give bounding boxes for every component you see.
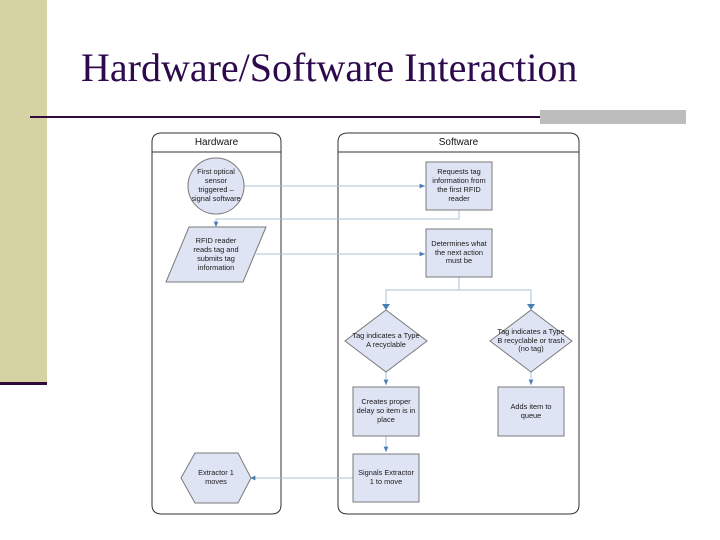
label-extractor-moves: Extractor 1 moves bbox=[198, 468, 234, 486]
label-signal-extractor: Signals Extractor 1 to move bbox=[358, 468, 414, 486]
node-type-a bbox=[344, 309, 428, 373]
title-accent-bar bbox=[540, 110, 686, 124]
decorative-side-bar bbox=[0, 0, 47, 384]
label-requests-tag: Requests tag information from the first … bbox=[432, 167, 486, 203]
node-rfid-reader bbox=[165, 226, 267, 283]
label-type-b: Tag indicates a Type B recyclable or tra… bbox=[497, 326, 565, 354]
connector-request-to-rfid bbox=[213, 210, 460, 227]
arrowhead-branch-a bbox=[382, 304, 390, 310]
label-determine-action: Determines what the next action must be bbox=[431, 238, 487, 266]
connector-determine-branch-b bbox=[459, 289, 532, 308]
slide-title: Hardware/Software Interaction bbox=[81, 45, 578, 90]
node-sensor-triggered bbox=[187, 157, 245, 215]
lane-title-software: Software bbox=[438, 137, 479, 148]
node-extractor-moves bbox=[180, 452, 252, 504]
node-determine-action bbox=[425, 228, 493, 278]
connector-determine-branch bbox=[385, 277, 460, 308]
node-type-b bbox=[489, 309, 573, 373]
node-signal-extractor bbox=[352, 453, 420, 503]
label-add-queue: Adds item to queue bbox=[510, 401, 552, 420]
node-add-queue bbox=[497, 386, 565, 437]
connectors bbox=[213, 183, 534, 481]
lane-title-hardware: Hardware bbox=[194, 137, 239, 148]
label-type-a: Tag indicates a Type A recyclable bbox=[352, 331, 420, 349]
label-sensor-triggered: First optical sensor triggered – signal … bbox=[191, 167, 241, 203]
node-create-delay bbox=[352, 386, 420, 437]
side-bar-rule bbox=[0, 382, 47, 385]
arrowhead-branch-b bbox=[527, 304, 535, 310]
label-rfid-reader: RFID reader reads tag and submits tag in… bbox=[193, 236, 239, 272]
title-rule bbox=[30, 116, 686, 118]
label-create-delay: Creates proper delay so item is in place bbox=[356, 397, 416, 424]
node-requests-tag bbox=[425, 161, 493, 211]
